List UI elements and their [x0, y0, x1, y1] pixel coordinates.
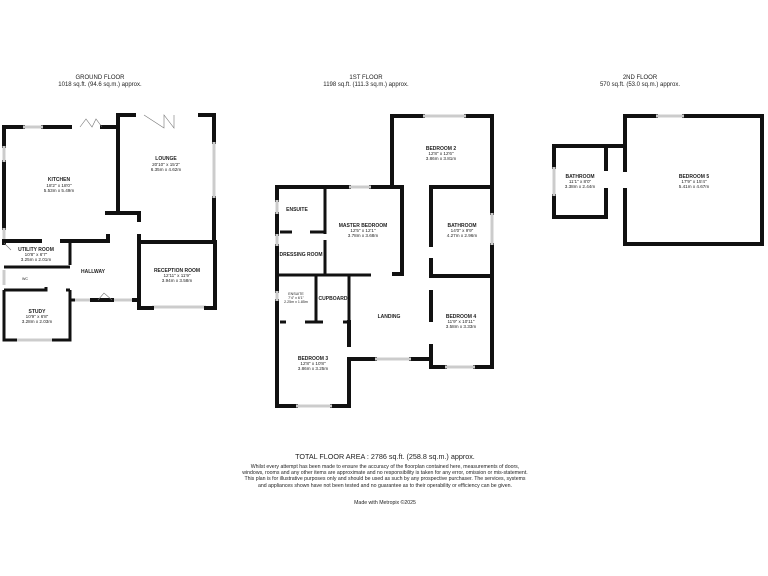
room-size-imperial: 18'2" x 18'0" [46, 183, 72, 188]
room-size-metric: 3.78m x 3.68m [348, 233, 379, 238]
room-name: CUPBOARD [319, 296, 348, 302]
room-size-imperial: 10'8" x 6'7" [25, 252, 48, 257]
room-size-metric: 6.35m x 4.62m [151, 167, 182, 172]
room-name: LANDING [378, 314, 401, 320]
room-size-imperial: 11'9" x 10'11" [447, 319, 474, 324]
room-name: WC [22, 277, 28, 281]
room-name: MASTER BEDROOM [339, 223, 388, 229]
second-floor: 2ND FLOOR 570 sq.ft. (53.0 sq.m.) approx… [552, 75, 764, 246]
made-with-credit: Made with Metropix ©2025 [354, 500, 416, 506]
ground-floor: GROUND FLOOR 1018 sq.ft. (94.6 sq.m.) ap… [2, 75, 217, 342]
room-name: ENSUITE [288, 292, 304, 296]
floor-area: 1018 sq.ft. (94.6 sq.m.) approx. [58, 82, 142, 88]
room-size-imperial: 10'9" x 6'8" [26, 314, 49, 319]
room-size-imperial: 7'4" x 6'1" [288, 296, 304, 300]
room-name: LOUNGE [155, 156, 177, 162]
room-size-imperial: 17'9" x 15'4" [681, 179, 707, 184]
room-size-metric: 3.86m x 3.81m [426, 156, 457, 161]
room-size-metric: 3.28m x 2.03m [22, 319, 53, 324]
floor-title: 1ST FLOOR [349, 75, 383, 81]
room-name: KITCHEN [48, 177, 71, 183]
room-size-imperial: 12'8" x 12'6" [428, 151, 454, 156]
room-name: BEDROOM 5 [679, 174, 710, 180]
floor-title: 2ND FLOOR [623, 75, 658, 81]
room-size-imperial: 12'8" x 10'8" [300, 361, 326, 366]
room-size-metric: 3.25m x 2.01m [21, 257, 52, 262]
room-size-metric: 5.53m x 5.49m [44, 188, 75, 193]
disclaimer: Whilst every attempt has been made to en… [242, 464, 528, 489]
floor-area: 570 sq.ft. (53.0 sq.m.) approx. [600, 82, 680, 88]
first-floor: 1ST FLOOR 1198 sq.ft. (111.3 sq.m.) appr… [275, 75, 494, 408]
room-size-imperial: 12'11" x 11'9" [163, 273, 190, 278]
floor-title: GROUND FLOOR [75, 75, 125, 81]
room-size-metric: 3.94m x 3.58m [162, 278, 193, 283]
room-size-metric: 5.41m x 4.67m [679, 184, 710, 189]
room-name: DRESSING ROOM [279, 252, 322, 258]
room-size-metric: 4.27m x 2.96m [447, 233, 478, 238]
room-name: BEDROOM 2 [426, 146, 457, 152]
room-name: ENSUITE [286, 207, 308, 213]
room-name: BATHROOM [447, 223, 476, 229]
room-size-metric: 3.38m x 2.44m [565, 184, 596, 189]
room-name: RECEPTION ROOM [154, 268, 200, 274]
room-name: STUDY [29, 309, 47, 315]
room-name: BATHROOM [565, 174, 594, 180]
room-name: HALLWAY [81, 269, 106, 275]
room-size-metric: 2.25m x 1.85m [284, 300, 308, 304]
room-size-imperial: 20'10" x 15'2" [152, 162, 180, 167]
room-name: BEDROOM 3 [298, 356, 329, 362]
room-size-metric: 3.86m x 3.25m [298, 366, 329, 371]
room-size-metric: 3.58m x 3.33m [446, 324, 477, 329]
room-size-imperial: 12'5" x 12'1" [350, 228, 376, 233]
floor-area: 1198 sq.ft. (111.3 sq.m.) approx. [323, 82, 409, 88]
total-floor-area: TOTAL FLOOR AREA : 2786 sq.ft. (258.8 sq… [295, 452, 475, 461]
room-name: UTILITY ROOM [18, 247, 54, 253]
room-size-imperial: 11'1" x 8'0" [569, 179, 592, 184]
room-name: BEDROOM 4 [446, 314, 477, 320]
room-size-imperial: 14'0" x 9'9" [451, 228, 474, 233]
